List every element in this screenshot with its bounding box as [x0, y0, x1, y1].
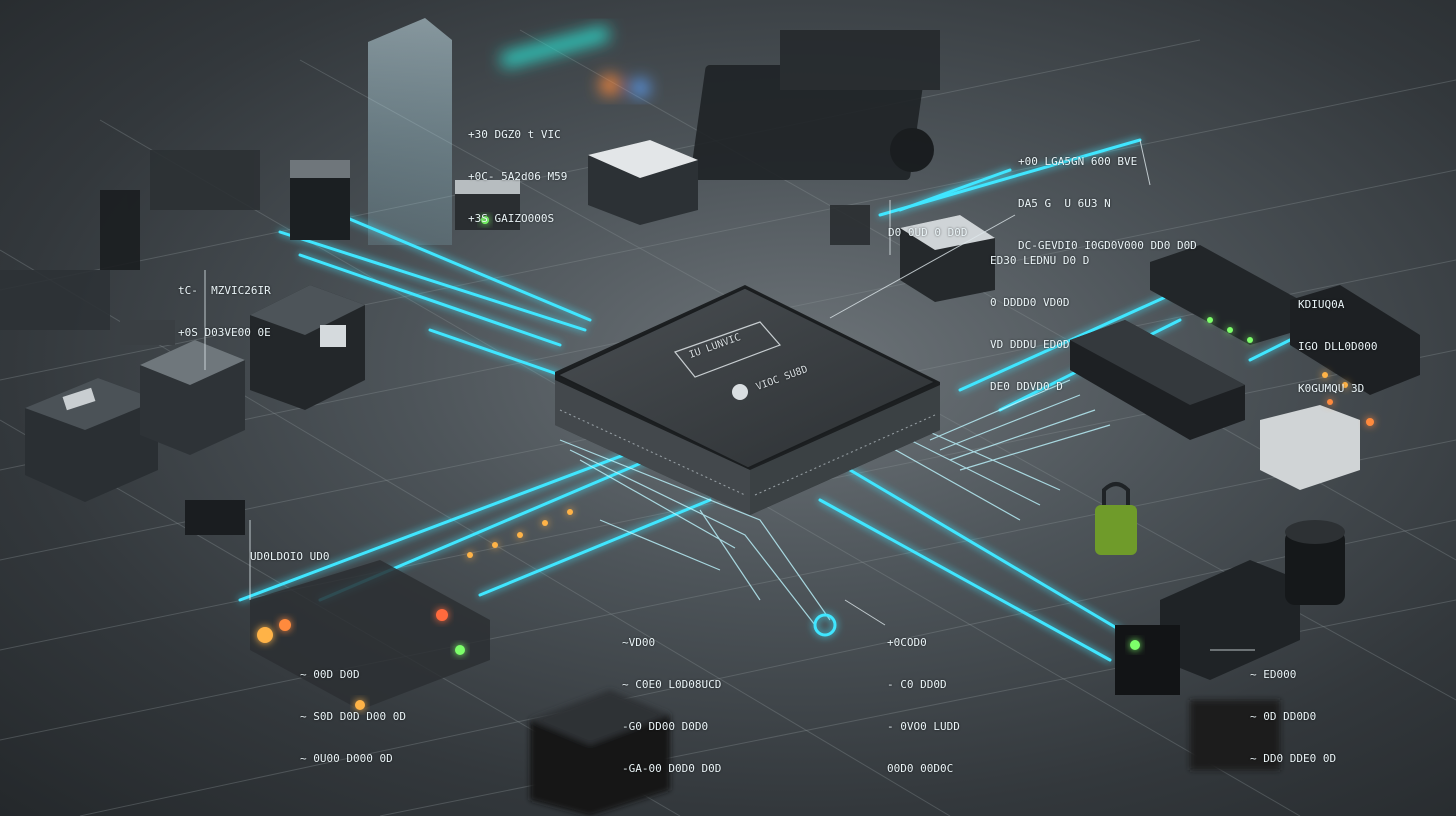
- label-bottom-left: ~ 00D D0D ~ S0D D0D D00 0D ~ 0U00 D000 0…: [300, 640, 406, 794]
- label-line: +30 DGZ0 t VIC: [468, 128, 561, 141]
- label-line: - 0VO0 LUDD: [887, 720, 960, 733]
- label-line: ED30 LEDNU D0 D: [990, 254, 1090, 267]
- trace-led-dots: [467, 509, 573, 558]
- background-components: [0, 30, 940, 330]
- label-line: KDIUQ0A: [1298, 298, 1345, 311]
- label-line: 0 DDDD0 VD0D: [990, 296, 1070, 309]
- label-line: -G0 DD00 D0D0: [622, 720, 709, 733]
- label-mid-top-small: D0 0UD 0 D0D: [888, 198, 967, 268]
- label-line: VD DDDU ED0D: [990, 338, 1070, 351]
- label-line: IGO DLL0D000: [1298, 340, 1378, 353]
- label-top-center: +30 DGZ0 t VIC +0C- 5A2d06 M59 +3S GAIZO…: [468, 100, 567, 254]
- label-top-right: +00 LGA5GN 600 BVE DA5 G U 6U3 N DC-GEVD…: [1018, 127, 1197, 281]
- callout-lines: [204, 139, 1255, 651]
- label-bottom-center-left: ~VD00 ~ C0E0 L0D08UCD -G0 DD00 D0D0 -GA-…: [622, 608, 721, 804]
- label-line: +3S GAIZO000S: [468, 212, 555, 225]
- label-line: ~ 0D DD0D0: [1250, 710, 1317, 723]
- main-chip: [555, 285, 940, 515]
- label-line: - C0 DD0D: [887, 678, 947, 691]
- label-line: 00D0 00D0C: [887, 762, 954, 775]
- label-line: +0COD0: [887, 636, 927, 649]
- label-far-right: KDIUQ0A IGO DLL0D000 K0GUMQU 3D: [1298, 270, 1377, 424]
- label-line: ~ S0D D0D D00 0D: [300, 710, 406, 723]
- label-line: D0 0UD 0 D0D: [888, 226, 968, 239]
- label-line: K0GUMQU 3D: [1298, 382, 1365, 395]
- label-line: UD0LDOIO UD0: [250, 550, 330, 563]
- label-line: +0C- 5A2d06 M59: [468, 170, 568, 183]
- label-line: DC-GEVDI0 I0GD0V000 DD0 D0D: [1018, 239, 1197, 252]
- bottom-left-module: [250, 560, 490, 710]
- label-left-top: tC- MZVIC26IR +0S D03VE00 0E: [178, 256, 271, 368]
- label-bottom-center-right: +0COD0 - C0 DD0D - 0VO0 LUDD 00D0 00D0C: [887, 608, 960, 804]
- label-line: DE0 DDVD0 D: [990, 380, 1063, 393]
- label-line: ~ C0E0 L0D08UCD: [622, 678, 722, 691]
- foreground-block: [530, 690, 1280, 816]
- hologram-beam: [368, 18, 452, 245]
- bokeh-lights: [500, 26, 649, 97]
- top-components: [455, 140, 995, 302]
- label-line: DA5 G U 6U3 N: [1018, 197, 1111, 210]
- right-connectors: [1070, 245, 1420, 695]
- label-line: ~ 00D D0D: [300, 668, 360, 681]
- label-line: ~ ED000: [1250, 668, 1297, 681]
- label-bottom-right: ~ ED000 ~ 0D DD0D0 ~ DD0 DDE0 0D: [1250, 640, 1336, 794]
- right-led-row: [1207, 317, 1374, 426]
- label-line: tC- MZVIC26IR: [178, 284, 271, 297]
- left-components: [25, 160, 365, 535]
- label-right-mid: ED30 LEDNU D0 D 0 DDDD0 VD0D VD DDDU ED0…: [990, 226, 1089, 422]
- label-line: +00 LGA5GN 600 BVE: [1018, 155, 1138, 168]
- label-line: ~VD00: [622, 636, 656, 649]
- label-line: ~ DD0 DDE0 0D: [1250, 752, 1337, 765]
- trace-via: [813, 613, 837, 637]
- label-line: ~ 0U00 D000 0D: [300, 752, 393, 765]
- label-line: +0S D03VE00 0E: [178, 326, 271, 339]
- label-line: -GA-00 D0D0 D0D: [622, 762, 722, 775]
- label-left-mid: UD0LDOIO UD0: [250, 522, 329, 592]
